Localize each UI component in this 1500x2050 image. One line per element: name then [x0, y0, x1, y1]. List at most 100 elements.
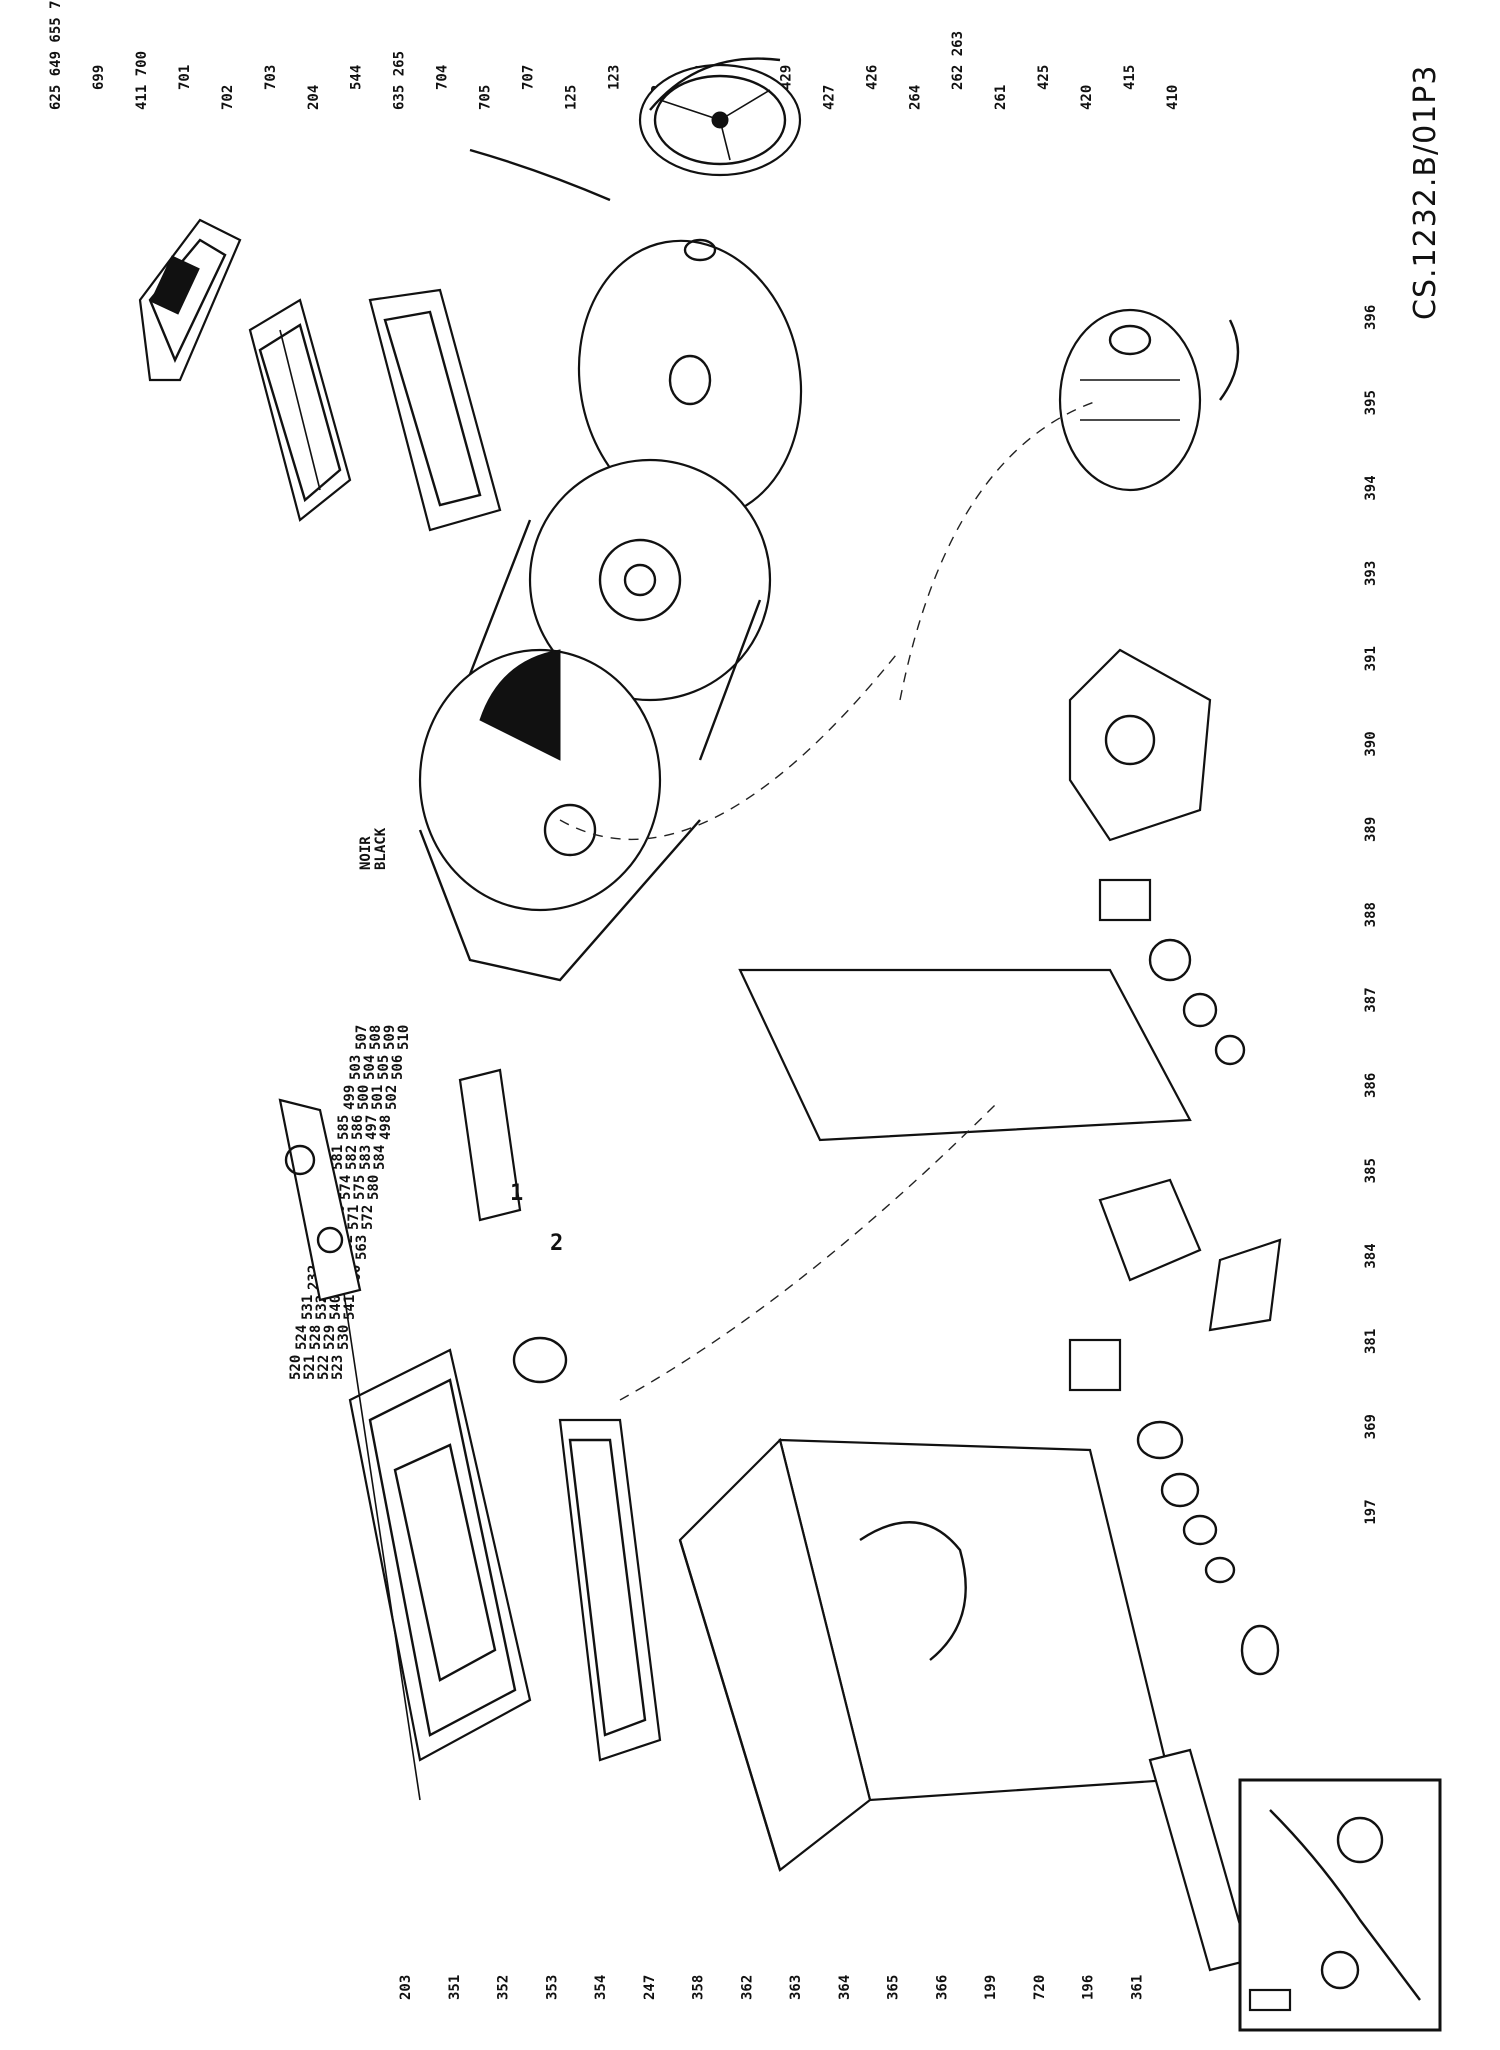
bottom-callout-number: 362: [739, 1975, 755, 2000]
left-callout-number: 524: [294, 1325, 310, 1350]
left-callout-number: 582: [344, 1145, 360, 1170]
right-callout-number: 396: [1363, 305, 1379, 330]
left-callout-number: 581: [330, 1145, 346, 1170]
top-callout-number: 625 649 655 701: [48, 0, 64, 110]
top-callout-number: 410: [1165, 85, 1181, 110]
connector-dash-2: [619, 1099, 1001, 1401]
right-callout-number: 197: [1363, 1499, 1379, 1524]
black-label: BLACK: [373, 827, 389, 870]
left-callout-number: 506: [390, 1055, 406, 1080]
top-callout-number: 415: [1122, 65, 1138, 90]
left-callout-number: 586: [350, 1115, 366, 1140]
top-callout-number: 699: [91, 65, 107, 90]
door-assembly-part: [329, 1199, 532, 1801]
left-callout-number: 530: [336, 1325, 352, 1350]
left-callout-number: 507: [354, 1025, 370, 1050]
top-callout-number: 702: [220, 85, 236, 110]
top-callout-number: 204: [306, 85, 322, 110]
right-callout-number: 391: [1363, 646, 1379, 671]
top-callout-number: 262 263: [950, 31, 966, 90]
right-callout-number: 394: [1363, 475, 1379, 500]
top-callout-number: 411 700: [134, 51, 150, 110]
bottom-callout-number: 203: [398, 1975, 414, 2000]
left-callout-number: 571: [346, 1205, 362, 1230]
left-callout-number: 541: [342, 1295, 358, 1320]
right-callout-number: 393: [1363, 561, 1379, 586]
pump-assembly-part: [1098, 878, 1246, 1066]
bottom-callout-number: 196: [1081, 1975, 1097, 2000]
bottom-callout-number: 358: [691, 1975, 707, 2000]
top-callout-number: 425: [1036, 65, 1052, 90]
left-callout-number: 520: [288, 1355, 304, 1380]
left-callout-number: 503: [348, 1055, 364, 1080]
left-callout-number: 508: [368, 1025, 384, 1050]
top-callout-number: 264: [907, 85, 923, 110]
top-callout-number: 123: [607, 65, 623, 90]
left-callout-number: 497: [364, 1115, 380, 1140]
heater-part: [1098, 1178, 1282, 1332]
bottom-callout-number: 199: [983, 1975, 999, 2000]
detergent-drawer-part: [248, 298, 352, 522]
right-callout-number: 385: [1363, 1158, 1379, 1183]
top-plinth-part: [278, 1098, 362, 1302]
top-callout-number: 125: [564, 85, 580, 110]
left-callout-number: 528: [308, 1325, 324, 1350]
left-callout-number: 510: [396, 1025, 412, 1050]
left-callout-number: 572: [360, 1205, 376, 1230]
right-callout-number: 384: [1363, 1243, 1379, 1268]
left-callout-number: 504: [362, 1055, 378, 1080]
right-callout-number: 381: [1363, 1329, 1379, 1354]
drawing-code: CS.1232.B/01P3: [1408, 65, 1443, 320]
connector-dash-1: [559, 649, 901, 841]
left-callout-number: 583: [358, 1145, 374, 1170]
left-callout-number: 499: [342, 1085, 358, 1110]
right-callout-number: 390: [1363, 731, 1379, 756]
door-glass-part: [558, 1418, 662, 1762]
top-callout-number: 420: [1079, 85, 1095, 110]
left-callout-number: 532: [314, 1295, 330, 1320]
plinth-bar-part: [1148, 1748, 1252, 1972]
top-callout-number: 635 265: [392, 51, 408, 110]
left-callout-number: 575: [352, 1175, 368, 1200]
left-callout-number: 529: [322, 1325, 338, 1350]
top-callout-number: 704: [435, 65, 451, 90]
bottom-callout-number: 364: [837, 1975, 853, 2000]
top-callout-number: 429: [778, 65, 794, 90]
left-callout-number: 523: [330, 1355, 346, 1380]
left-callout-number: 584: [372, 1145, 388, 1170]
right-callout-number: 388: [1363, 902, 1379, 927]
gasket-curve: [469, 148, 611, 202]
top-label-row: 625 649 655 701 699 411 700 701 702 703 204 544…: [48, 0, 1181, 110]
top-callout-number: 544: [349, 65, 365, 90]
control-panel-part: [138, 218, 242, 382]
top-callout-number: 703: [263, 65, 279, 90]
left-callout-number: 509: [382, 1025, 398, 1050]
right-callout-number: 395: [1363, 390, 1379, 415]
side-panel-part: [738, 968, 1192, 1142]
bottom-callout-number: 247: [642, 1975, 658, 2000]
left-callout-number: 540: [328, 1295, 344, 1320]
bottom-callout-number: 365: [886, 1975, 902, 2000]
assembly-number-1: 1: [510, 1181, 523, 1206]
right-callout-number: 389: [1363, 817, 1379, 842]
cabinet-part: [678, 1437, 1172, 1872]
left-callout-number: 585: [336, 1115, 352, 1140]
bottom-callout-number: 351: [447, 1975, 463, 2000]
bottom-callout-number: 720: [1032, 1975, 1048, 2000]
left-callout-number: 522: [316, 1355, 332, 1380]
assembly-number-2: 2: [550, 1231, 563, 1256]
top-callout-number: 426: [864, 65, 880, 90]
right-callout-number: 387: [1363, 987, 1379, 1012]
right-callout-number: 386: [1363, 1073, 1379, 1098]
top-callout-number: 707: [521, 65, 537, 90]
door-frame-part: [368, 288, 502, 532]
left-callout-number: 574: [338, 1175, 354, 1200]
motor-part: [1058, 308, 1240, 492]
left-callout-number: 502: [384, 1085, 400, 1110]
top-callout-number: 705: [478, 85, 494, 110]
top-callout-number: 701: [177, 65, 193, 90]
bottom-callout-number: 366: [934, 1975, 950, 2000]
left-callout-number: 563: [354, 1235, 370, 1260]
